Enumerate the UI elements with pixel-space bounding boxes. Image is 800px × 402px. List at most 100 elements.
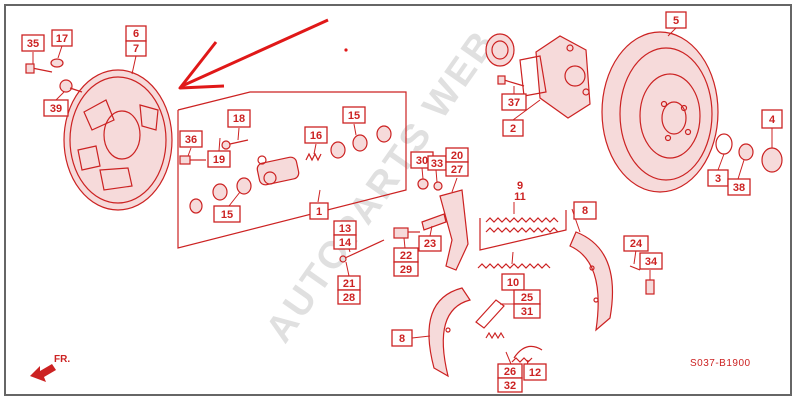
brake-shoe-left[interactable] [428,287,471,378]
callout-37[interactable]: 37 [501,93,527,111]
callout-22[interactable]: 22 [393,247,419,263]
callout-8-right[interactable]: 8 [573,201,597,220]
callout-9[interactable]: 9 [517,180,523,192]
callout-7[interactable]: 7 [125,40,147,57]
callout-36[interactable]: 36 [179,130,203,148]
svg-text:27: 27 [451,164,463,176]
callout-2[interactable]: 2 [502,119,524,137]
callout-16[interactable]: 16 [304,126,328,144]
callout-3[interactable]: 3 [707,169,729,187]
shoe-hold-down-parts[interactable] [475,299,543,363]
callout-24[interactable]: 24 [623,235,649,252]
callout-35[interactable]: 35 [21,34,45,52]
callout-27[interactable]: 27 [445,161,469,177]
piston-cups[interactable] [189,125,392,214]
hub-seal[interactable] [485,33,515,67]
svg-text:30: 30 [416,155,428,167]
callout-12[interactable]: 12 [523,363,547,381]
svg-text:26: 26 [504,366,516,378]
svg-text:2: 2 [510,123,516,135]
brake-shoe-right[interactable] [569,231,614,332]
callout-18[interactable]: 18 [227,109,251,128]
adjuster-latch[interactable] [421,213,447,231]
front-arrow-icon: FR. [30,354,70,382]
callout-4[interactable]: 4 [761,109,783,129]
leader-lines [32,27,773,373]
svg-text:32: 32 [504,380,516,392]
callout-6[interactable]: 6 [125,25,147,42]
callout-5[interactable]: 5 [665,11,687,29]
svg-text:21: 21 [343,278,355,290]
svg-text:23: 23 [424,238,436,250]
callout-25[interactable]: 25 [513,289,541,305]
callout-20[interactable]: 20 [445,147,469,163]
svg-text:34: 34 [645,256,658,268]
callout-34[interactable]: 34 [639,252,663,270]
svg-text:18: 18 [233,113,245,125]
red-dot-mark [344,48,348,52]
parking-lever[interactable] [439,189,469,271]
wheel-cylinder[interactable] [256,155,300,186]
callout-31[interactable]: 31 [513,303,541,319]
svg-text:9: 9 [517,180,523,192]
svg-text:8: 8 [582,205,588,217]
svg-text:29: 29 [400,264,412,276]
svg-text:16: 16 [310,130,322,142]
callout-13[interactable]: 13 [333,220,357,236]
callout-11[interactable]: 11 [514,191,526,203]
cylinder-spring[interactable] [305,152,322,162]
svg-text:11: 11 [514,191,526,203]
backing-plate[interactable] [63,69,173,211]
svg-text:20: 20 [451,150,463,162]
hub-bolt[interactable] [497,75,525,87]
callout-15-upper[interactable]: 15 [342,106,366,124]
callout-1[interactable]: 1 [309,202,329,220]
callout-38[interactable]: 38 [727,178,751,196]
adjuster-bolt[interactable] [393,227,420,239]
adjuster-rod[interactable] [339,239,385,263]
callout-21[interactable]: 21 [337,275,361,291]
callout-26[interactable]: 26 [497,363,523,379]
callout-33[interactable]: 33 [427,155,447,171]
lever-pins[interactable] [417,178,443,191]
callout-15-lower[interactable]: 15 [213,205,241,223]
diagram-frame [4,4,792,396]
wheel-cylinder-group-frame [177,91,407,249]
mount-bolt[interactable] [179,155,206,165]
stud-bolt[interactable] [25,58,83,93]
callout-8-left[interactable]: 8 [391,329,413,347]
svg-text:37: 37 [508,97,520,109]
brake-drum[interactable] [601,31,719,193]
callout-28[interactable]: 28 [337,289,361,305]
callout-10[interactable]: 10 [501,273,525,291]
svg-text:28: 28 [343,292,355,304]
callouts: 35 17 6 7 39 18 36 19 16 15 15 1 13 14 2… [21,11,783,393]
svg-text:15: 15 [348,110,360,122]
svg-text:1: 1 [316,206,322,218]
svg-text:8: 8 [399,333,405,345]
svg-text:25: 25 [521,292,533,304]
bleeder-screw[interactable] [221,139,249,150]
callout-23[interactable]: 23 [418,235,442,252]
washer-nut-cap[interactable] [715,133,783,173]
hub-flange[interactable] [519,35,591,119]
callout-17[interactable]: 17 [51,29,73,47]
svg-text:6: 6 [133,28,139,40]
svg-text:38: 38 [733,182,745,194]
return-springs[interactable] [477,210,567,269]
svg-text:19: 19 [213,154,225,166]
svg-text:33: 33 [431,158,443,170]
svg-text:10: 10 [507,277,519,289]
svg-text:7: 7 [133,43,139,55]
callout-32[interactable]: 32 [497,377,523,393]
svg-text:12: 12 [529,367,541,379]
callout-19[interactable]: 19 [207,150,231,168]
callout-14[interactable]: 14 [333,234,357,250]
svg-text:3: 3 [715,173,721,185]
front-marker-text: FR. [54,354,70,365]
svg-text:17: 17 [56,33,68,45]
svg-text:31: 31 [521,306,533,318]
callout-39[interactable]: 39 [43,99,69,117]
callout-29[interactable]: 29 [393,261,419,277]
